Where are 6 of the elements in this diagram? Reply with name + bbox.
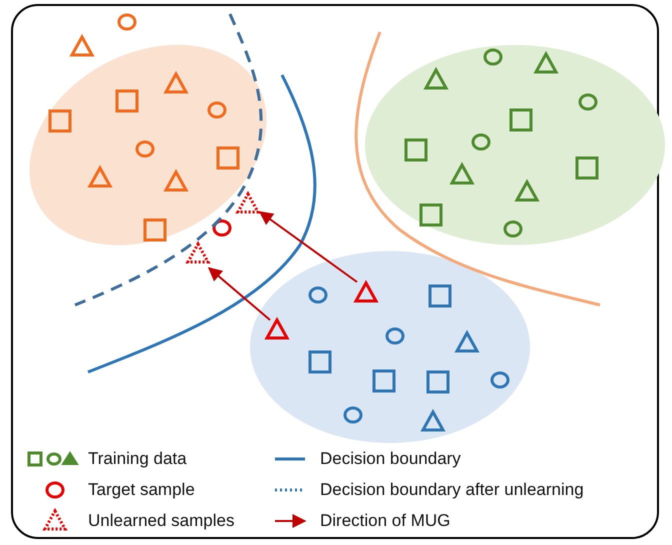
legend-text: Decision boundary after unlearning — [320, 480, 584, 500]
legend-text: Unlearned samples — [88, 511, 234, 531]
legend-text: Target sample — [88, 480, 195, 500]
legend-text: Direction of MUG — [320, 511, 450, 531]
legend-text: Decision boundary — [320, 449, 461, 469]
legend-text: Training data — [88, 449, 187, 469]
